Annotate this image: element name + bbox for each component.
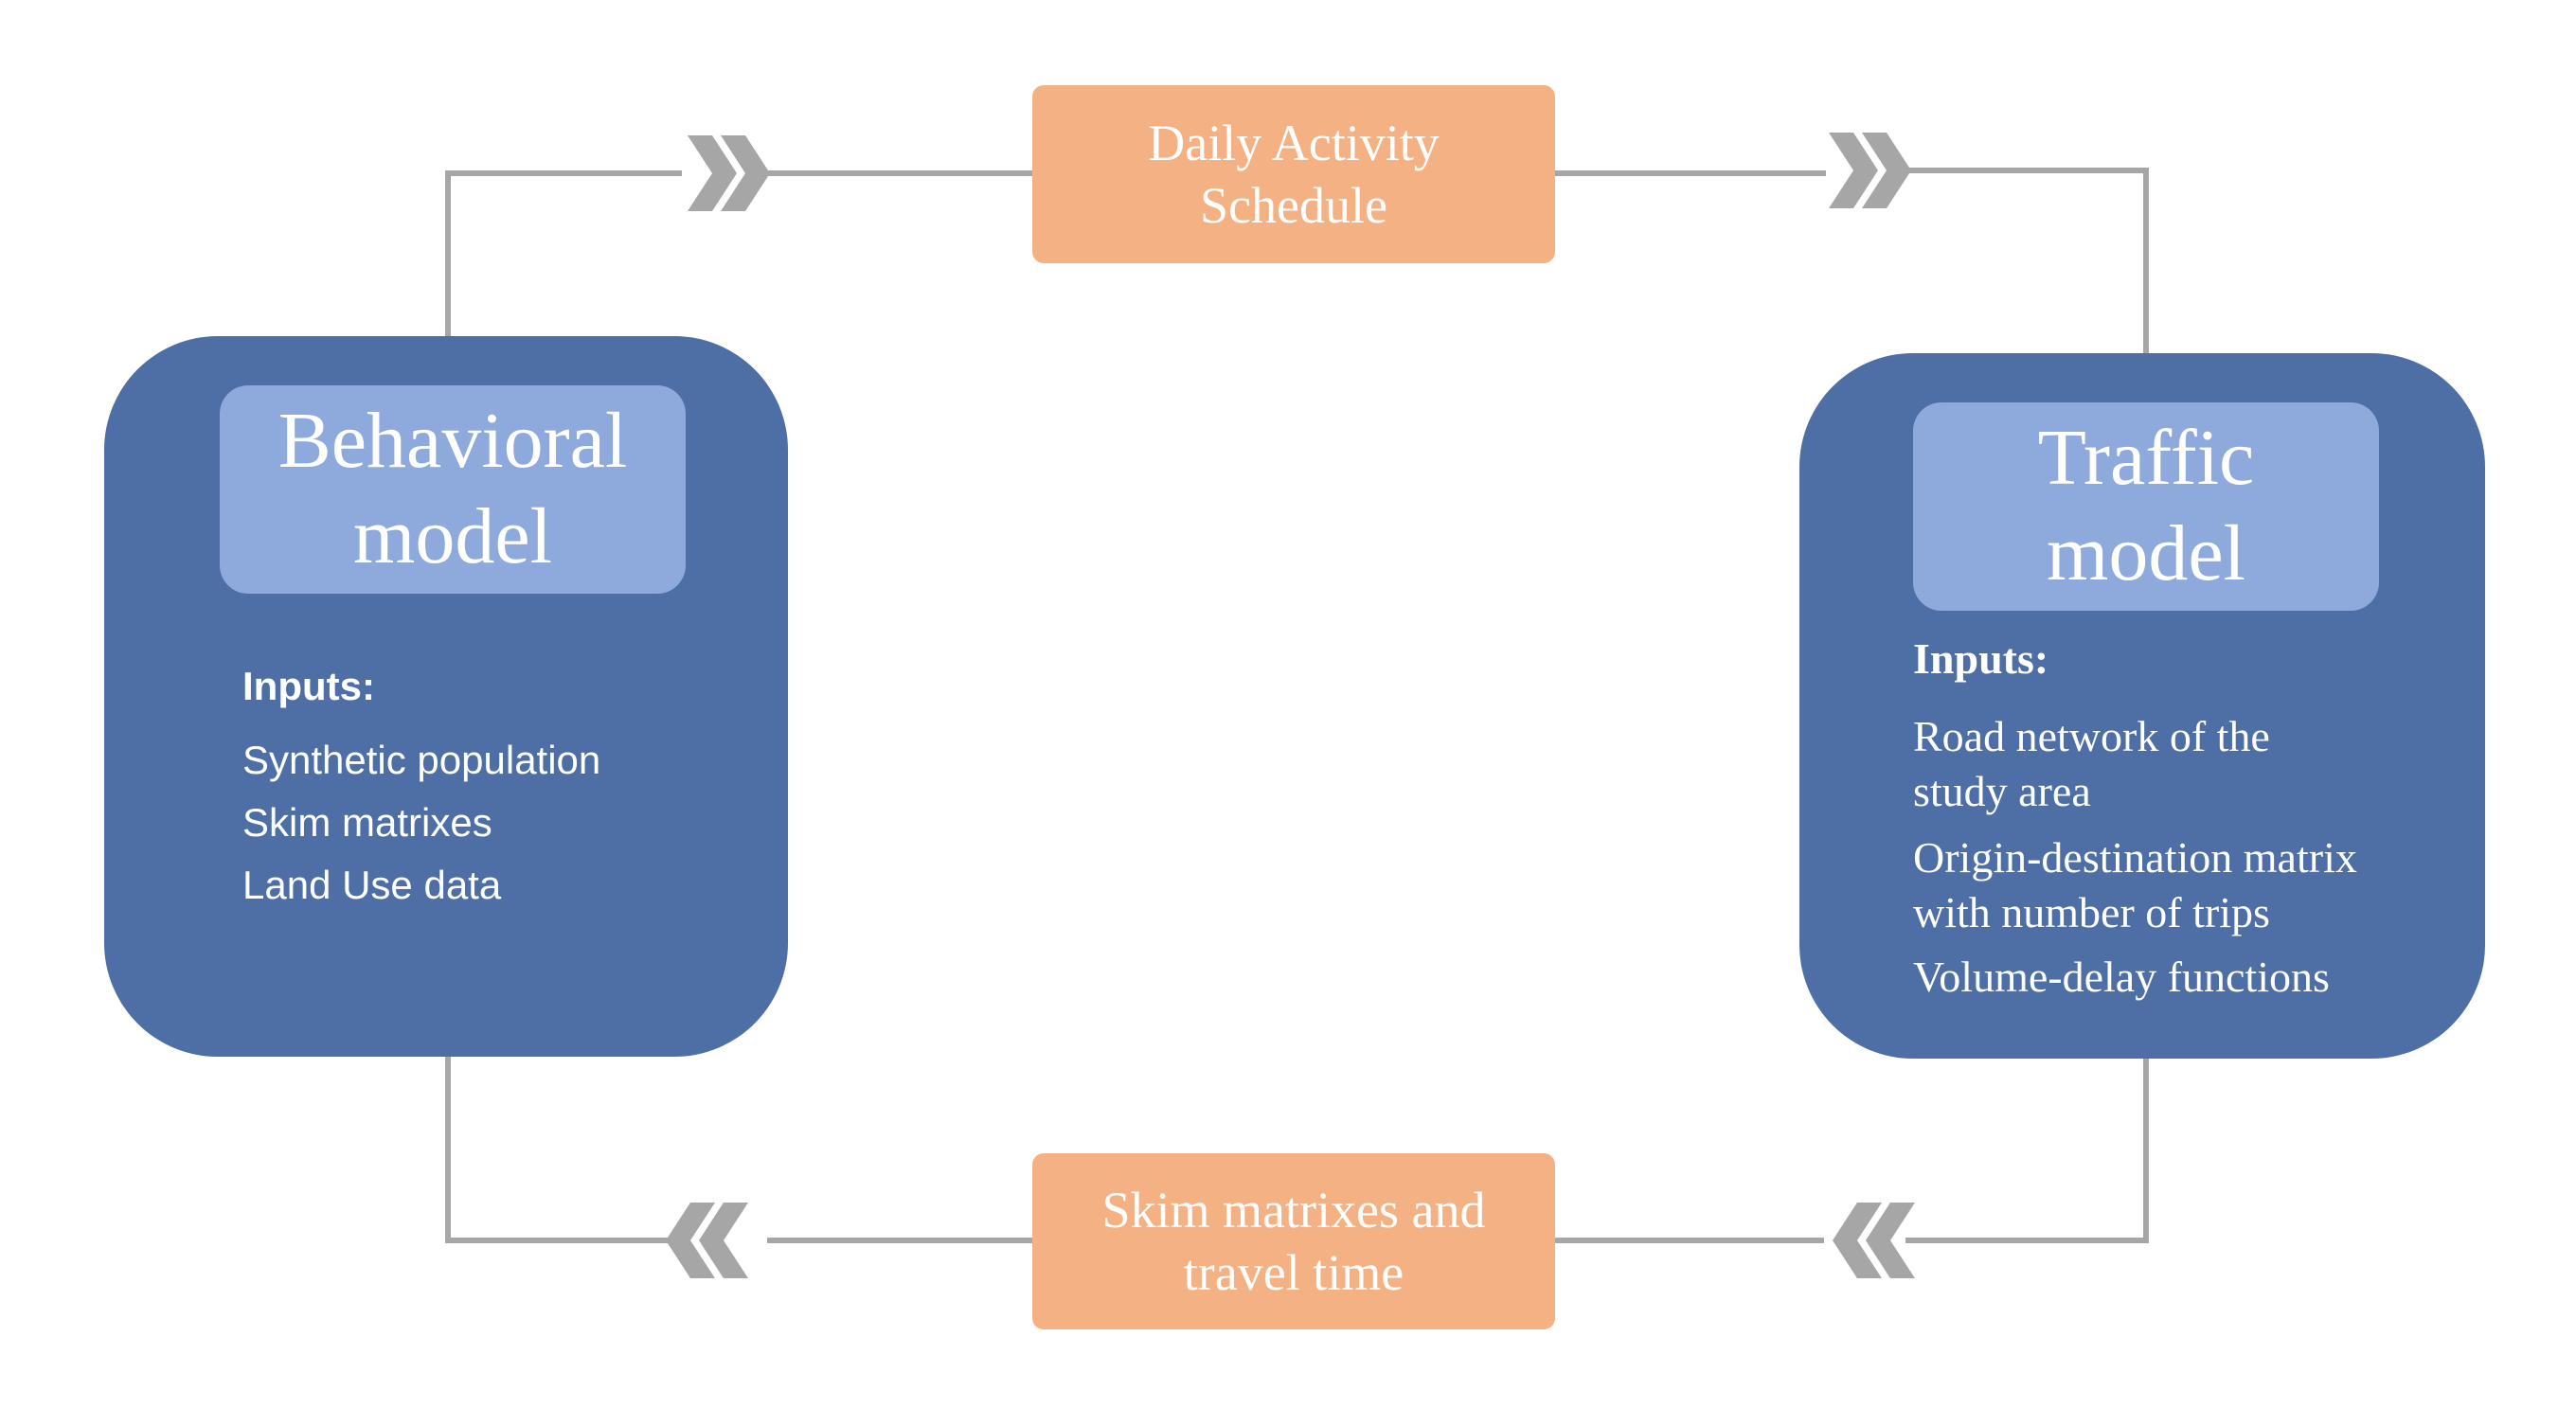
traffic-model-title-box: Traffic model [1913, 402, 2379, 611]
daily-activity-schedule-box: Daily Activity Schedule [1032, 85, 1555, 263]
behavioral-input-item: Synthetic population [242, 738, 601, 782]
double-chevron-left-icon [666, 1203, 748, 1278]
traffic-input-item: Origin-destination matrix with number of… [1913, 833, 2357, 936]
traffic-input-item: Road network of the study area [1913, 712, 2270, 815]
traffic-inputs-heading: Inputs: [1913, 634, 2049, 683]
skim-matrixes-travel-time-box: Skim matrixes and travel time [1032, 1153, 1555, 1329]
bottom-right-connector [1905, 1059, 2149, 1243]
skim-matrixes-travel-time-label: Skim matrixes and travel time [1101, 1182, 1486, 1301]
traffic-input-item: Volume-delay functions [1913, 953, 2330, 1001]
traffic-model-title: Traffic model [2037, 414, 2255, 597]
top-right-connector [1905, 168, 2149, 353]
behavioral-inputs-heading: Inputs: [242, 664, 375, 708]
behavioral-input-item: Skim matrixes [242, 800, 492, 845]
double-chevron-left-icon [1833, 1203, 1915, 1278]
double-chevron-right-icon [688, 135, 770, 211]
bottom-left-connector [445, 1057, 682, 1243]
behavioral-model-title-box: Behavioral model [220, 385, 686, 594]
top-left-connector [445, 170, 682, 336]
daily-activity-schedule-label: Daily Activity Schedule [1148, 115, 1440, 234]
double-chevron-right-icon [1829, 133, 1911, 208]
behavioral-model-box: Behavioral model Inputs: Synthetic popul… [104, 336, 788, 1057]
traffic-model-box: Traffic model Inputs: Road network of th… [1799, 353, 2485, 1059]
behavioral-input-item: Land Use data [242, 863, 502, 907]
behavioral-model-title: Behavioral model [277, 397, 628, 580]
